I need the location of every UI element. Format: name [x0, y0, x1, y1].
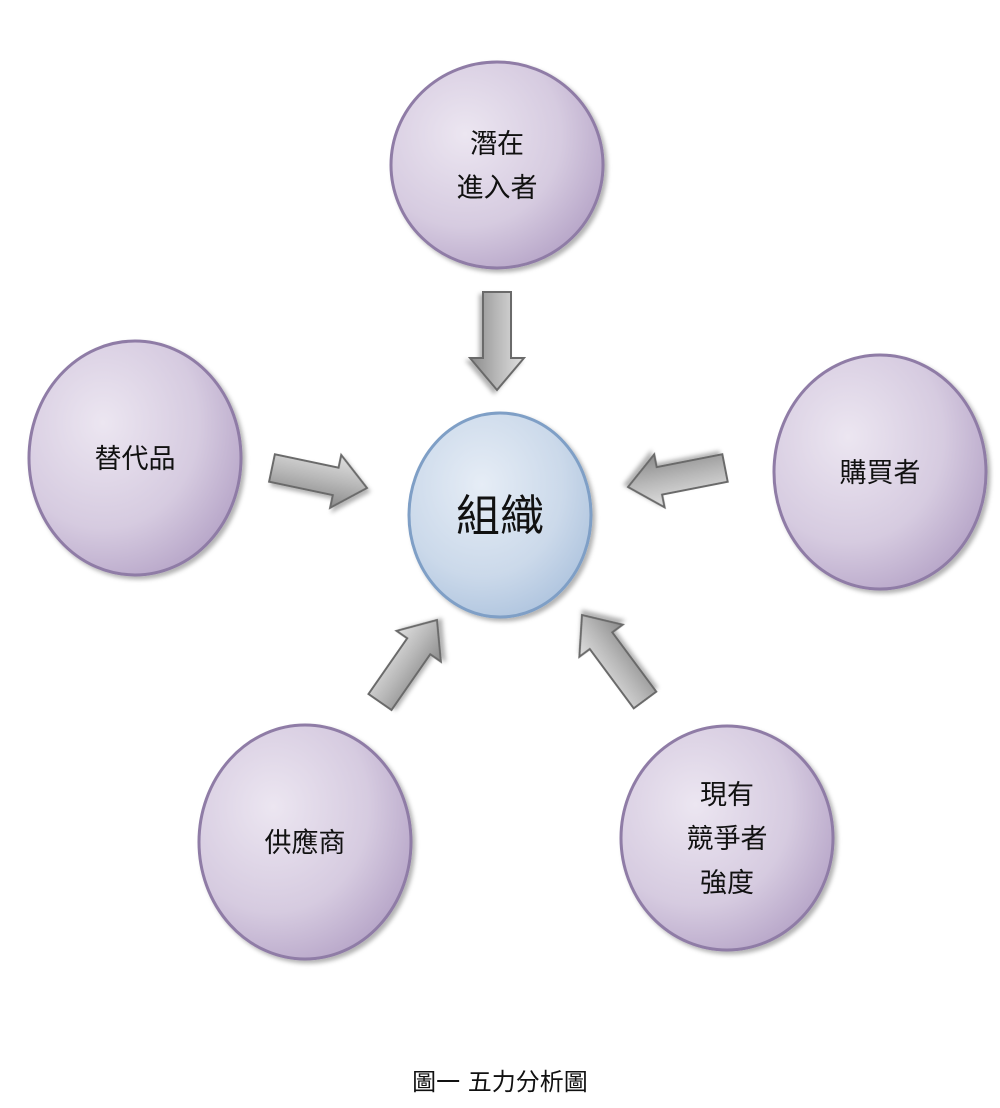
- force-circle-buyers: [772, 353, 988, 591]
- force-circle-suppliers: [197, 723, 413, 961]
- force-label-rivalry: 強度: [700, 868, 754, 899]
- arrow-potential-entrants-to-center: [467, 291, 527, 392]
- arrow-rivalry-to-center: [578, 613, 658, 710]
- arrows-group: [267, 291, 729, 712]
- force-circle-substitutes: [27, 339, 243, 577]
- arrow-suppliers-to-center: [367, 618, 443, 712]
- force-label-rivalry: 競爭者: [687, 824, 768, 855]
- center-label: 組織: [456, 491, 544, 542]
- force-circle-rivalry: [619, 724, 835, 952]
- arrow-buyers-to-center: [626, 452, 729, 510]
- figure-caption: 圖一 五力分析圖: [412, 1068, 588, 1096]
- force-label-potential-entrants: 進入者: [457, 173, 538, 204]
- center-organization-circle: [407, 411, 593, 619]
- arrow-substitutes-to-center: [267, 452, 369, 510]
- force-label-buyers: 購買者: [840, 458, 921, 489]
- force-label-suppliers: 供應商: [265, 828, 346, 859]
- force-label-substitutes: 替代品: [95, 444, 176, 475]
- force-label-rivalry: 現有: [700, 780, 754, 811]
- force-label-potential-entrants: 潛在: [470, 129, 524, 160]
- force-circle-potential-entrants: [389, 60, 605, 270]
